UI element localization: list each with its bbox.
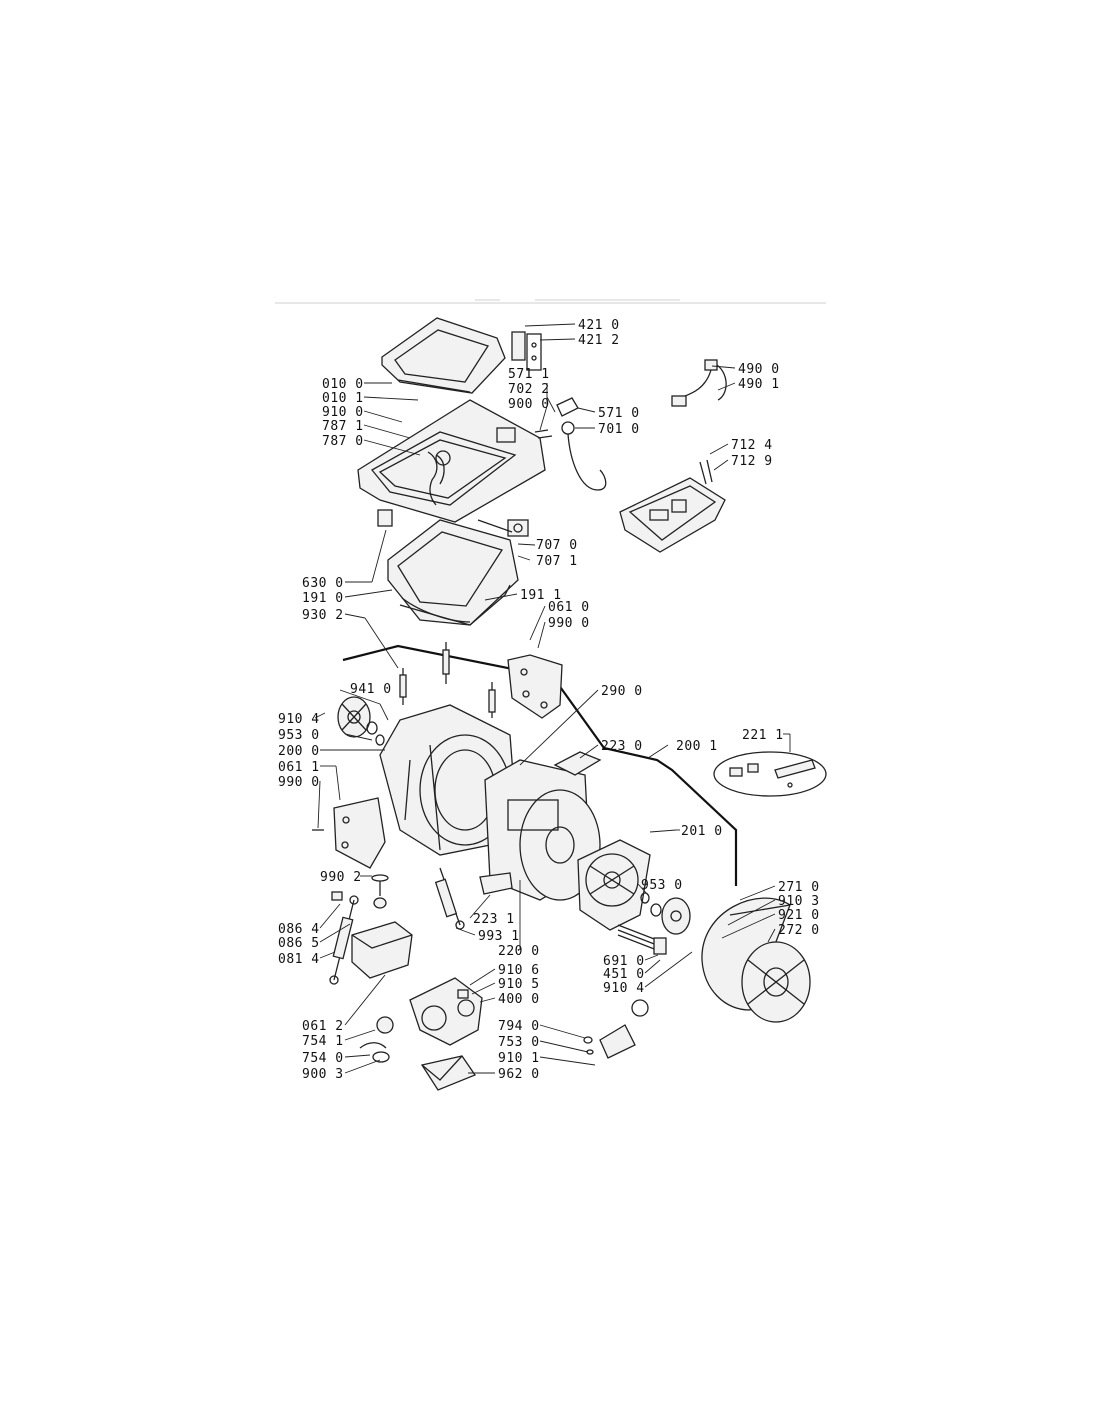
label-930-2: 930 2 bbox=[302, 608, 344, 623]
label-451-0: 451 0 bbox=[603, 967, 645, 982]
label-712-4: 712 4 bbox=[731, 438, 773, 453]
pressure-sensor-part bbox=[583, 999, 649, 1059]
label-400-0: 400 0 bbox=[498, 992, 540, 1007]
label-272-0: 272 0 bbox=[778, 923, 820, 938]
label-223-1: 223 1 bbox=[473, 912, 515, 927]
label-910-4-left: 910 4 bbox=[278, 712, 320, 727]
drum-baffle-part bbox=[553, 751, 602, 776]
label-794-0: 794 0 bbox=[498, 1019, 540, 1034]
label-702-2: 702 2 bbox=[508, 382, 550, 397]
tub-rear-half-part bbox=[577, 839, 651, 931]
label-201-0: 201 0 bbox=[681, 824, 723, 839]
spare-kit-part bbox=[713, 751, 827, 797]
detergent-motor-part bbox=[477, 519, 529, 537]
label-910-5: 910 5 bbox=[498, 977, 540, 992]
label-900-3: 900 3 bbox=[302, 1067, 344, 1082]
label-490-0: 490 0 bbox=[738, 362, 780, 377]
label-921-0: 921 0 bbox=[778, 908, 820, 923]
label-753-0: 753 0 bbox=[498, 1035, 540, 1050]
drum-door-part bbox=[701, 897, 811, 1023]
label-941-0: 941 0 bbox=[350, 682, 392, 697]
pulley-953-part bbox=[640, 892, 691, 935]
counterweight-bottom-part bbox=[312, 797, 386, 869]
lower-baffle-part bbox=[479, 872, 513, 895]
shock-absorber-right-part bbox=[434, 867, 465, 930]
label-086-5: 086 5 bbox=[278, 936, 320, 951]
label-061-2: 061 2 bbox=[302, 1019, 344, 1034]
label-962-0: 962 0 bbox=[498, 1067, 540, 1082]
header-rule bbox=[275, 299, 826, 304]
label-990-2: 990 2 bbox=[320, 870, 362, 885]
small-filter-part bbox=[377, 509, 393, 527]
part-labels: 421 0 421 2 490 0 490 1 571 1 702 2 900 … bbox=[278, 318, 820, 1082]
label-910-6: 910 6 bbox=[498, 963, 540, 978]
pulley-941-part bbox=[337, 696, 385, 746]
label-571-1: 571 1 bbox=[508, 367, 550, 382]
tub-spring-part bbox=[399, 642, 496, 718]
label-754-0: 754 0 bbox=[302, 1051, 344, 1066]
label-754-1: 754 1 bbox=[302, 1034, 344, 1049]
inlet-valve-part bbox=[534, 397, 607, 491]
label-191-1: 191 1 bbox=[520, 588, 562, 603]
label-787-1: 787 1 bbox=[322, 419, 364, 434]
worktop-lid-part bbox=[381, 317, 506, 394]
label-271-0: 271 0 bbox=[778, 880, 820, 895]
label-701-0: 701 0 bbox=[598, 422, 640, 437]
label-707-1: 707 1 bbox=[536, 554, 578, 569]
label-571-0: 571 0 bbox=[598, 406, 640, 421]
label-707-0: 707 0 bbox=[536, 538, 578, 553]
counterweight-base-part bbox=[351, 921, 413, 979]
door-lock-switch-part bbox=[511, 331, 542, 371]
label-953-0-right: 953 0 bbox=[641, 878, 683, 893]
label-061-1: 061 1 bbox=[278, 760, 320, 775]
top-frame-part bbox=[357, 399, 546, 523]
label-290-0: 290 0 bbox=[601, 684, 643, 699]
label-990-0: 990 0 bbox=[548, 616, 590, 631]
filter-box-part bbox=[420, 1055, 476, 1091]
label-910-1: 910 1 bbox=[498, 1051, 540, 1066]
label-691-0: 691 0 bbox=[603, 954, 645, 969]
label-081-4: 081 4 bbox=[278, 952, 320, 967]
drain-hose-part bbox=[359, 1016, 394, 1063]
heater-part bbox=[617, 924, 667, 955]
label-221-1: 221 1 bbox=[742, 728, 784, 743]
label-421-0: 421 0 bbox=[578, 318, 620, 333]
tub-gasket-part bbox=[387, 519, 519, 626]
label-953-0-left: 953 0 bbox=[278, 728, 320, 743]
label-490-1: 490 1 bbox=[738, 377, 780, 392]
label-200-1: 200 1 bbox=[676, 739, 718, 754]
cabinet-outline bbox=[342, 644, 738, 886]
mains-cable-part bbox=[671, 359, 727, 407]
label-086-4: 086 4 bbox=[278, 922, 320, 937]
label-223-0: 223 0 bbox=[601, 739, 643, 754]
shock-absorber-left-part bbox=[329, 891, 359, 985]
leader-lines bbox=[314, 323, 791, 1074]
control-panel-part bbox=[619, 459, 726, 553]
label-061-0: 061 0 bbox=[548, 600, 590, 615]
label-900-0: 900 0 bbox=[508, 397, 550, 412]
label-990-0-left: 990 0 bbox=[278, 775, 320, 790]
label-010-0: 010 0 bbox=[322, 377, 364, 392]
label-630-0: 630 0 bbox=[302, 576, 344, 591]
label-910-0: 910 0 bbox=[322, 405, 364, 420]
label-421-2: 421 2 bbox=[578, 333, 620, 348]
label-220-0: 220 0 bbox=[498, 944, 540, 959]
counterweight-top-part bbox=[507, 654, 563, 719]
label-910-3: 910 3 bbox=[778, 894, 820, 909]
label-910-4-right: 910 4 bbox=[603, 981, 645, 996]
label-010-1: 010 1 bbox=[322, 391, 364, 406]
label-200-0: 200 0 bbox=[278, 744, 320, 759]
label-191-0: 191 0 bbox=[302, 591, 344, 606]
adjustable-foot-part bbox=[371, 874, 389, 909]
drain-pump-part bbox=[409, 977, 483, 1046]
label-787-0: 787 0 bbox=[322, 434, 364, 449]
label-712-9: 712 9 bbox=[731, 454, 773, 469]
label-993-1: 993 1 bbox=[478, 929, 520, 944]
